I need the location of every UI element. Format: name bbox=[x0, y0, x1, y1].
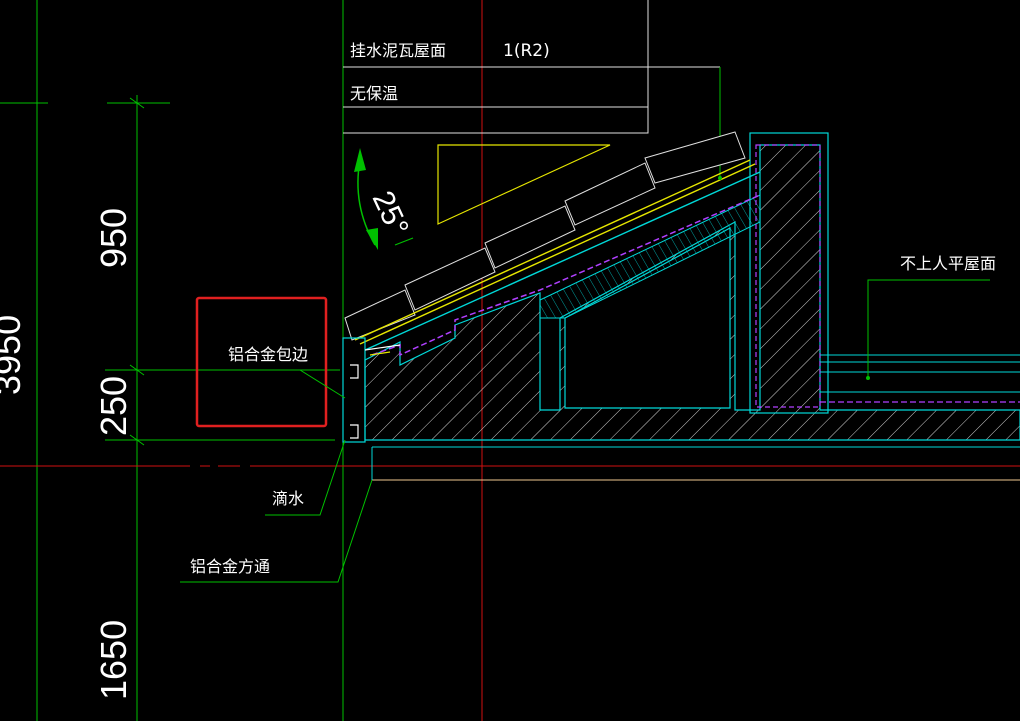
highlight-box bbox=[195, 296, 328, 428]
leader-dot-icon bbox=[718, 176, 722, 180]
label-flat-roof: 不上人平屋面 bbox=[900, 254, 996, 273]
title-roof-type: 挂水泥瓦屋面 bbox=[350, 41, 446, 60]
tile-battens bbox=[354, 159, 761, 351]
parapet-magenta bbox=[755, 144, 821, 408]
leader-dot-icon bbox=[866, 376, 870, 380]
dim-total: 3950 bbox=[0, 315, 28, 395]
tile bbox=[564, 162, 656, 226]
dim-1650: 1650 bbox=[93, 620, 134, 700]
fascia bbox=[342, 337, 401, 443]
tile bbox=[404, 247, 496, 311]
tile bbox=[644, 131, 746, 184]
label-drip: 滴水 bbox=[272, 489, 304, 508]
angle-arrow-down-icon bbox=[366, 228, 378, 250]
roof-structure bbox=[364, 132, 1020, 481]
parapet bbox=[749, 132, 829, 414]
title-insulation: 无保温 bbox=[350, 84, 398, 103]
tile bbox=[344, 289, 416, 341]
title-roof-code: 1(R2) bbox=[503, 41, 550, 61]
slope-triangle bbox=[437, 144, 611, 225]
angle-arrow-up-icon bbox=[354, 148, 366, 172]
dim-950: 950 bbox=[93, 208, 134, 268]
label-al-tube: 铝合金方通 bbox=[190, 557, 270, 576]
label-al-trim: 铝合金包边 bbox=[228, 345, 308, 364]
tile bbox=[484, 205, 576, 269]
dim-250: 250 bbox=[93, 376, 134, 436]
leaders bbox=[180, 279, 990, 583]
roof-tiles bbox=[344, 131, 746, 341]
insulation-wedge bbox=[539, 194, 761, 319]
